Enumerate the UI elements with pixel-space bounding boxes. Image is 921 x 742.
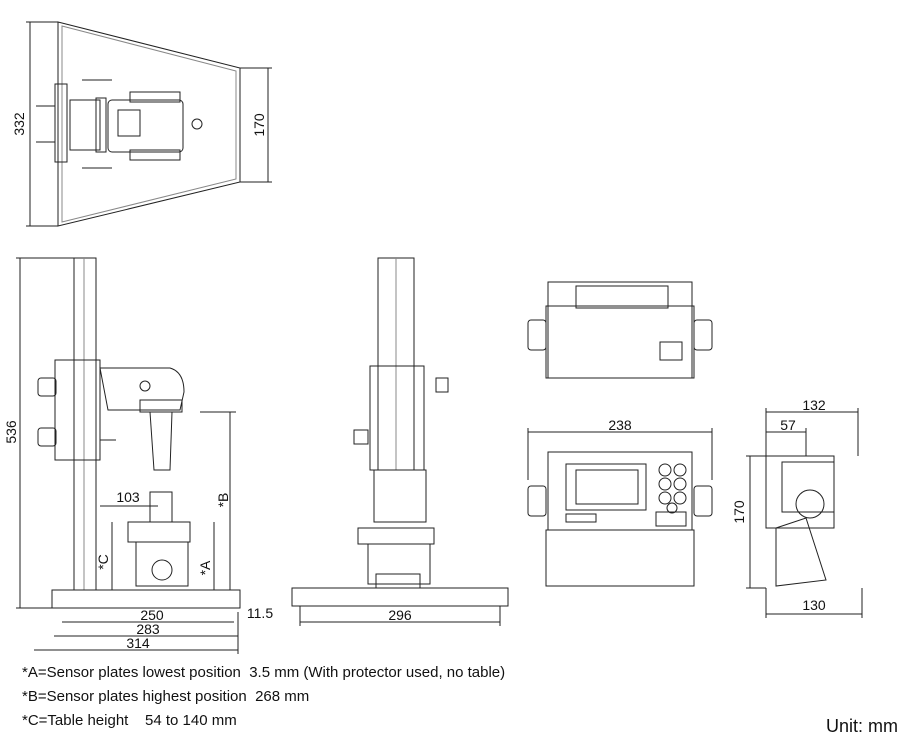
- front-view: [291, 257, 509, 626]
- dim-332: 332: [11, 112, 27, 136]
- dim-b: *B: [215, 493, 231, 508]
- dim-11-5: 11.5: [247, 605, 273, 621]
- dim-132: 132: [802, 397, 826, 413]
- dim-57: 57: [780, 417, 796, 433]
- dim-296: 296: [388, 607, 412, 623]
- dim-103: 103: [116, 489, 140, 505]
- dim-a: *A: [197, 560, 213, 575]
- dim-c: *C: [95, 554, 111, 570]
- dim-314: 314: [126, 635, 150, 651]
- top-view: [26, 21, 272, 227]
- dim-130: 130: [802, 597, 826, 613]
- side-view: [16, 257, 241, 654]
- note-b: *B=Sensor plates highest position 268 mm: [22, 688, 310, 705]
- dim-238: 238: [608, 417, 632, 433]
- dim-283: 283: [136, 621, 160, 637]
- note-c: *C=Table height 54 to 140 mm: [22, 712, 237, 729]
- unit-label: Unit: mm: [826, 716, 898, 736]
- note-a: *A=Sensor plates lowest position 3.5 mm …: [22, 664, 506, 681]
- dim-250: 250: [140, 607, 164, 623]
- dim-170-top: 170: [251, 113, 267, 137]
- indicator-side-view: [746, 408, 863, 618]
- dim-170-side: 170: [731, 500, 747, 524]
- dim-536: 536: [3, 420, 19, 444]
- indicator-front-view: [527, 428, 713, 587]
- indicator-top-view: [527, 281, 713, 379]
